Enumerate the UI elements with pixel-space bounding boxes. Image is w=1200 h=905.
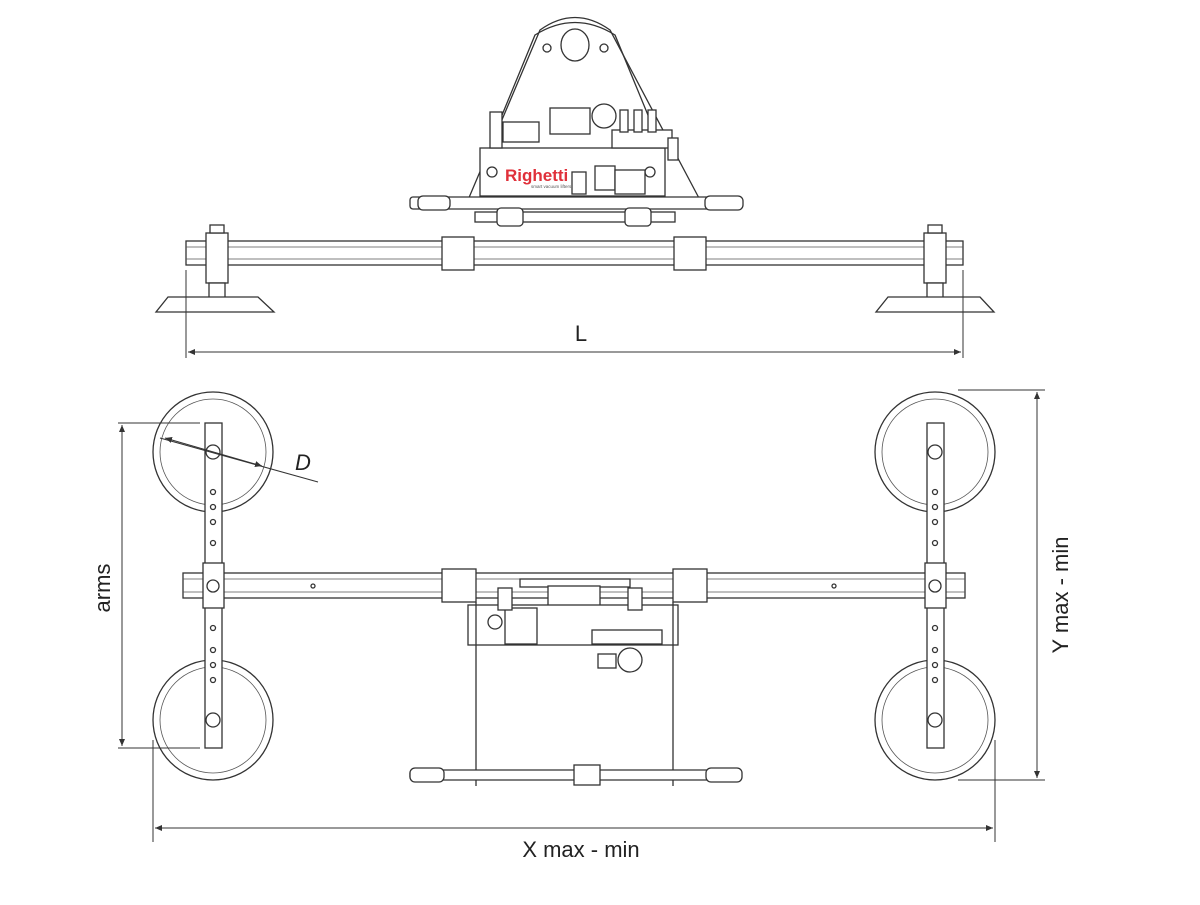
svg-text:Righetti: Righetti	[505, 166, 568, 185]
handle-bar-top	[409, 195, 744, 227]
control-unit: Righetti smart vacuum lifters	[479, 103, 679, 197]
svg-text:smart vacuum lifters: smart vacuum lifters	[531, 184, 572, 189]
lifting-eye	[467, 17, 701, 201]
main-beam-side	[185, 236, 964, 271]
arm-left	[202, 422, 225, 749]
dimension-x: X max - min	[152, 740, 996, 862]
control-unit-plan	[467, 578, 679, 673]
dimension-D: D	[159, 437, 319, 483]
righetti-logo: Righetti smart vacuum lifters	[505, 166, 572, 189]
dimension-arms: arms	[90, 422, 200, 749]
suction-pad-left-side	[154, 224, 276, 313]
dimension-D-label: D	[295, 450, 311, 475]
dimension-y-label: Y max - min	[1048, 537, 1073, 654]
handle-bar-plan	[409, 602, 743, 786]
plan-view: D arms Y max - min X max - min	[90, 389, 1073, 862]
dimension-L-label: L	[575, 321, 587, 346]
suction-pad-right-side	[874, 224, 996, 313]
dimension-y: Y max - min	[958, 389, 1073, 781]
dimension-arms-label: arms	[90, 564, 115, 613]
dimension-x-label: X max - min	[522, 837, 639, 862]
arm-right	[924, 422, 947, 749]
dimension-L: L	[185, 270, 964, 358]
side-view: Righetti smart vacuum lifters	[154, 17, 996, 358]
